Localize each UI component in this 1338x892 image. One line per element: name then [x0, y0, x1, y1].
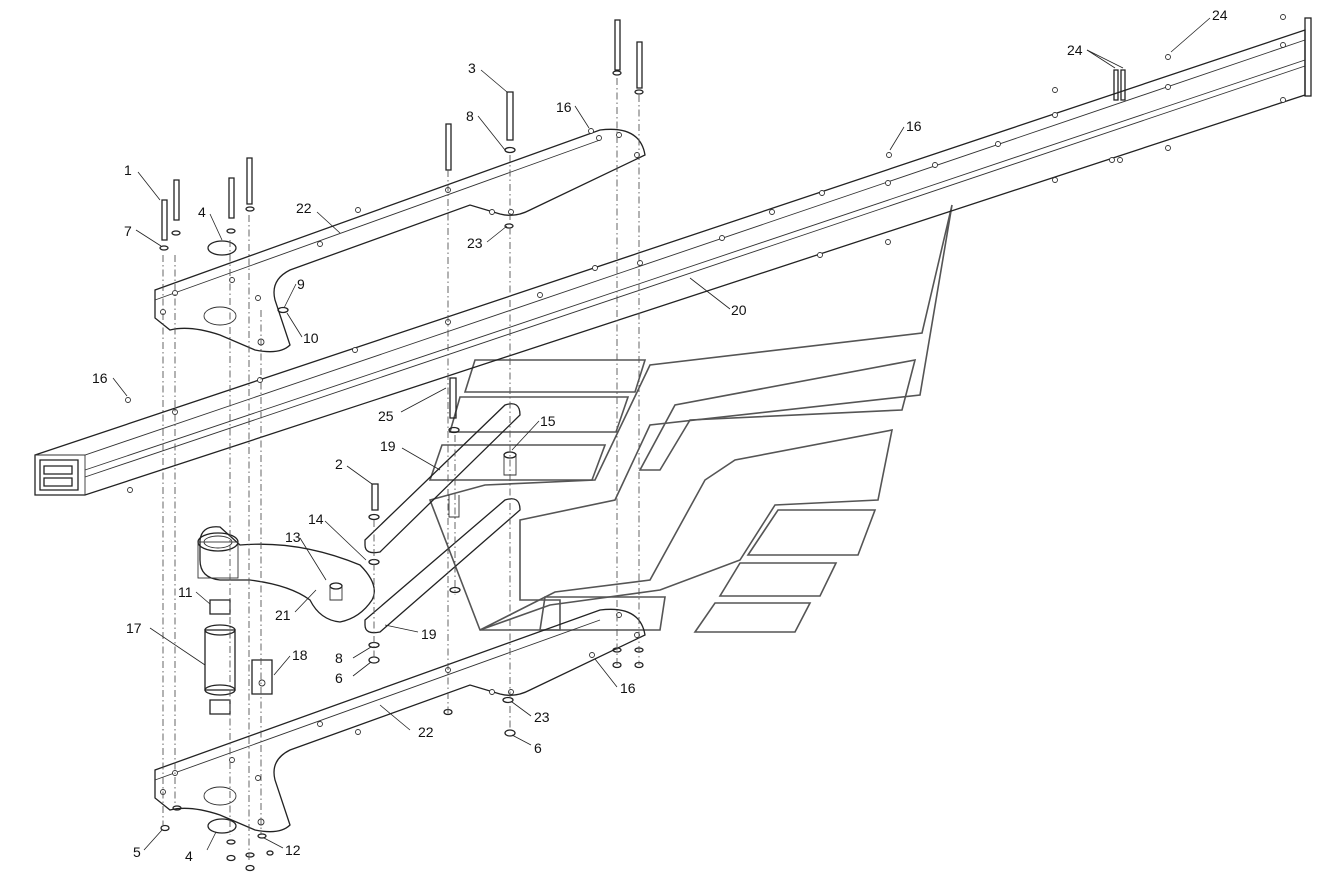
- callout-17: 17: [126, 620, 142, 636]
- leader-lines: [112, 17, 1211, 851]
- main-beam: [34, 17, 1312, 496]
- callout-labels: 1 2 3 4 4 5 6 6 7 8 8 9 10 11 12 13 14 1…: [92, 7, 1228, 864]
- callout-4-bottom: 4: [185, 848, 193, 864]
- callout-21: 21: [275, 607, 291, 623]
- bolts: [161, 19, 1126, 511]
- callout-8-bottom: 8: [335, 650, 343, 666]
- callout-25: 25: [378, 408, 394, 424]
- callout-13: 13: [285, 529, 301, 545]
- callout-16-lower-plate: 16: [620, 680, 636, 696]
- callout-1: 1: [124, 162, 132, 178]
- callout-7: 7: [124, 223, 132, 239]
- callout-2: 2: [335, 456, 343, 472]
- callout-6-right: 6: [534, 740, 542, 756]
- rivets: [125, 14, 1286, 735]
- callout-3: 3: [468, 60, 476, 76]
- washers-nuts: [159, 70, 644, 872]
- upper-bracket-plate: [154, 128, 646, 353]
- pivot-arm: [197, 526, 375, 623]
- callout-19-lower-link: 19: [421, 626, 437, 642]
- callout-19-upper-link: 19: [380, 438, 396, 454]
- assembly-axes: [162, 78, 640, 860]
- watermark-logo: [428, 204, 953, 633]
- callout-20: 20: [731, 302, 747, 318]
- callout-5: 5: [133, 844, 141, 860]
- beam-holes: [127, 42, 1286, 493]
- callout-23-lower: 23: [534, 709, 550, 725]
- callout-18: 18: [292, 647, 308, 663]
- callout-6-left: 6: [335, 670, 343, 686]
- links: [364, 403, 521, 634]
- callout-22-lower: 22: [418, 724, 434, 740]
- callout-15: 15: [540, 413, 556, 429]
- callout-10: 10: [303, 330, 319, 346]
- callout-4-top: 4: [198, 204, 206, 220]
- callout-16-upper-plate: 16: [556, 99, 572, 115]
- callout-14: 14: [308, 511, 324, 527]
- callout-12: 12: [285, 842, 301, 858]
- callout-23-upper: 23: [467, 235, 483, 251]
- callout-22-upper: 22: [296, 200, 312, 216]
- callout-16-beam-left: 16: [92, 370, 108, 386]
- callout-11: 11: [178, 584, 193, 600]
- callout-24-right: 24: [1212, 7, 1228, 23]
- lower-bracket-plate: [154, 608, 646, 833]
- bushings: [204, 599, 273, 715]
- callout-16-beam-mid: 16: [906, 118, 922, 134]
- callout-8-top: 8: [466, 108, 474, 124]
- callout-9: 9: [297, 276, 305, 292]
- callout-24-left: 24: [1067, 42, 1083, 58]
